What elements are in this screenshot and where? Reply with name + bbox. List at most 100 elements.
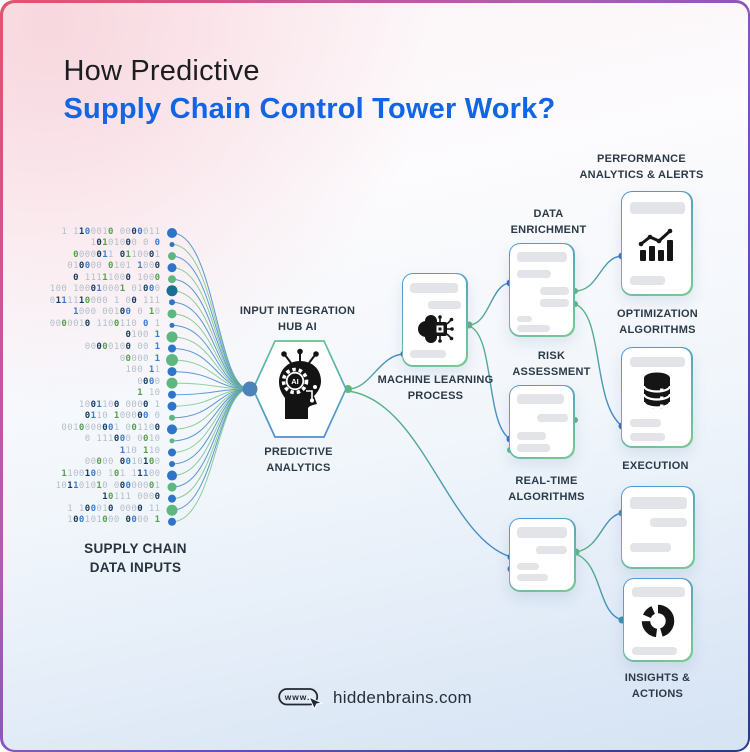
binary-row-dot bbox=[167, 274, 176, 283]
binary-row: 0 11111000 1000 bbox=[73, 272, 161, 283]
placeholder-bar bbox=[428, 301, 462, 310]
binary-row: 0110 100000 0 bbox=[84, 411, 161, 422]
placeholder-bar bbox=[630, 276, 666, 286]
risk-assessment-card bbox=[508, 384, 575, 459]
binary-row-dot bbox=[167, 344, 176, 352]
label-insights-actions: INSIGHTS & ACTIONS bbox=[624, 671, 691, 700]
binary-row: 10101000 0 0 bbox=[90, 238, 161, 249]
placeholder-bar bbox=[650, 518, 688, 528]
realtime-algorithms-card bbox=[508, 517, 576, 592]
binary-row-dot bbox=[169, 437, 174, 443]
placeholder-bar bbox=[632, 587, 686, 598]
connector-line bbox=[575, 552, 622, 621]
binary-row-dot bbox=[167, 262, 176, 272]
placeholder-bar bbox=[517, 252, 568, 263]
binary-row-dot bbox=[167, 251, 176, 260]
binary-row-dot bbox=[169, 322, 174, 328]
placeholder-bar bbox=[630, 419, 662, 428]
label-predictive-analytics: PREDICTIVE ANALYTICS bbox=[264, 445, 333, 474]
insights-actions-card bbox=[622, 577, 693, 662]
binary-row: 010000 0101 1000 bbox=[67, 261, 161, 272]
svg-text:AI: AI bbox=[291, 377, 299, 386]
binary-row: 0100 1 bbox=[125, 330, 161, 341]
binary-row-dot bbox=[165, 353, 178, 366]
placeholder-bar bbox=[630, 202, 686, 215]
placeholder-bar bbox=[517, 574, 549, 582]
binary-row: 100 11 bbox=[125, 365, 161, 376]
label-input-integration-hub: INPUT INTEGRATION HUB AI bbox=[239, 304, 356, 333]
binary-row: 1 1100010 0000011 bbox=[61, 226, 161, 237]
binary-row-dot bbox=[166, 227, 177, 238]
brain-chip-icon bbox=[418, 315, 454, 344]
label-execution: EXECUTION bbox=[622, 459, 689, 472]
svg-text:www.: www. bbox=[284, 692, 311, 702]
binary-row-dot bbox=[167, 308, 176, 318]
binary-row-dot bbox=[168, 460, 175, 467]
binary-row: 0 111000 0010 bbox=[84, 434, 161, 445]
footer-site-link[interactable]: hiddenbrains.com bbox=[333, 687, 472, 707]
binary-row-dot bbox=[166, 284, 177, 296]
placeholder-bar bbox=[630, 497, 688, 510]
fan-line bbox=[171, 312, 249, 389]
connector-line bbox=[347, 352, 404, 390]
connector-line bbox=[468, 281, 510, 326]
binary-row: 1 100010 0000 11 bbox=[67, 503, 161, 514]
www-cursor-icon: www. bbox=[278, 687, 324, 710]
placeholder-bar bbox=[536, 546, 568, 555]
binary-row-dot bbox=[167, 390, 176, 399]
binary-row-dot bbox=[166, 423, 177, 434]
binary-row: 0000010 1100110 0 1 bbox=[49, 318, 161, 329]
fan-line bbox=[171, 266, 249, 389]
placeholder-bar bbox=[540, 299, 570, 308]
fan-line bbox=[171, 388, 249, 511]
fan-in-lines bbox=[171, 232, 249, 522]
binary-row: 0000 bbox=[137, 376, 161, 387]
label-risk-assessment: RISK ASSESSMENT bbox=[512, 349, 591, 378]
binary-row: 100 100010001 01000 bbox=[49, 284, 161, 295]
footer: www. hiddenbrains.com bbox=[3, 685, 748, 711]
binary-row: 1100100 101 11100 bbox=[61, 468, 161, 479]
binary-row-dot bbox=[168, 414, 175, 421]
binary-row-dot bbox=[167, 494, 176, 503]
placeholder-bar bbox=[517, 325, 551, 333]
binary-row: 100101000 0000 1 bbox=[67, 515, 161, 526]
binary-row-dot bbox=[167, 366, 176, 376]
binary-row: 110 110 bbox=[119, 445, 161, 456]
ai-head-icon: AI bbox=[271, 347, 329, 423]
hub-convergence-dot bbox=[242, 381, 257, 396]
title-line-1: How Predictive bbox=[63, 54, 260, 87]
placeholder-bar bbox=[410, 350, 447, 359]
binary-row: 1000 00100 0 10 bbox=[73, 307, 161, 318]
placeholder-bar bbox=[632, 647, 678, 656]
placeholder-bar bbox=[410, 283, 459, 294]
binary-row-dot bbox=[166, 377, 177, 389]
binary-row: 0111110000 1 00 111 bbox=[49, 295, 161, 306]
fan-line bbox=[171, 388, 249, 488]
placeholder-bar bbox=[517, 394, 565, 405]
label-supply-chain-data-inputs: SUPPLY CHAIN DATA INPUTS bbox=[84, 540, 187, 575]
connector-line bbox=[574, 302, 622, 427]
placeholder-bar bbox=[517, 444, 551, 453]
binary-row-dot bbox=[167, 447, 176, 456]
placeholder-bar bbox=[630, 357, 686, 368]
binary-row-dot bbox=[167, 482, 176, 492]
binary-row: 00000 0010100 bbox=[84, 457, 161, 468]
placeholder-bar bbox=[517, 432, 547, 441]
placeholder-bar bbox=[517, 270, 552, 279]
label-realtime-algorithms: REAL-TIME ALGORITHMS bbox=[508, 474, 585, 503]
execution-card bbox=[620, 485, 695, 569]
binary-row-dot bbox=[167, 517, 176, 526]
connector-line bbox=[347, 389, 511, 558]
fan-line bbox=[171, 278, 249, 389]
label-optimization-algorithms: OPTIMIZATION ALGORITHMS bbox=[616, 307, 699, 336]
binary-row: 101101010 00000001 bbox=[55, 480, 161, 491]
binary-row: 00000100 00 1 bbox=[84, 341, 161, 352]
optimization-algorithms-card bbox=[620, 346, 693, 448]
data-enrichment-card bbox=[508, 242, 575, 337]
binary-row-dot bbox=[169, 241, 174, 247]
label-machine-learning-process: MACHINE LEARNING PROCESS bbox=[377, 373, 494, 402]
placeholder-bar bbox=[630, 543, 672, 553]
